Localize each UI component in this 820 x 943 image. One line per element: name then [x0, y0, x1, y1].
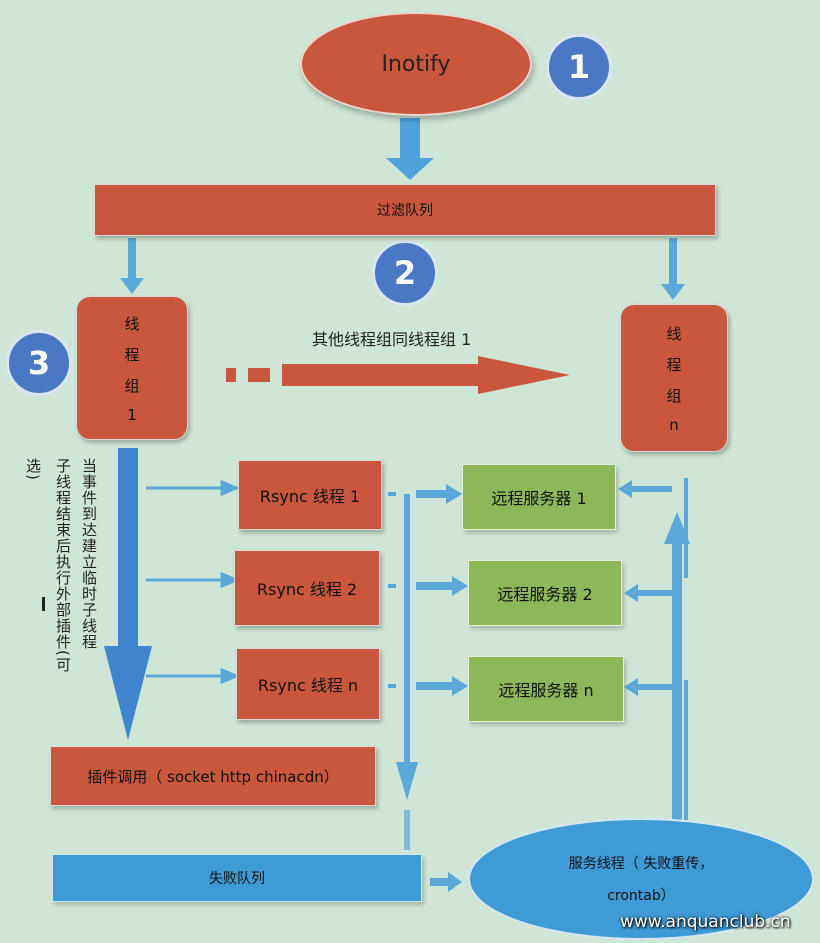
arrow-retry-server1 — [618, 480, 672, 498]
arrow-rsync1-to-server1 — [388, 484, 462, 504]
arrow-fail-to-service — [430, 872, 462, 892]
arrow-rsync2-to-server2 — [388, 576, 468, 596]
arrow-rsyncn-to-servern — [388, 676, 468, 696]
arrow-filter-to-groupn — [661, 238, 685, 300]
step-badge-1: 1 — [546, 34, 612, 100]
filter-queue-bar: 过滤队列 — [94, 184, 716, 236]
service-thread-line-1: 服务线程（ 失败重传， — [568, 856, 714, 872]
thread-group-n-char-4: n — [669, 415, 679, 434]
remote-server-n: 远程服务器 n — [468, 656, 624, 722]
thread-group-1-char-4: 1 — [127, 405, 137, 424]
step-badge-3: 3 — [6, 330, 72, 396]
filter-queue-label: 过滤队列 — [377, 203, 433, 219]
note-col-3: 选) — [24, 458, 42, 481]
thread-group-n-char-3: 组 — [666, 386, 682, 405]
arrow-to-rsync-n — [146, 667, 240, 685]
tick-mark — [42, 597, 45, 611]
remote-server-2-label: 远程服务器 2 — [497, 585, 593, 604]
thread-group-1: 线 程 组 1 — [76, 296, 188, 440]
inotify-node: Inotify — [300, 12, 532, 116]
inotify-label: Inotify — [381, 51, 451, 77]
thread-group-1-char-1: 线 — [124, 314, 140, 333]
rsync-thread-1-label: Rsync 线程 1 — [259, 487, 361, 506]
remote-server-1-label: 远程服务器 1 — [491, 489, 587, 508]
service-thread-line-2: crontab） — [607, 888, 675, 904]
thread-group-1-char-3: 组 — [124, 376, 140, 395]
note-col-1: 当事件到达建立临时子线程 — [80, 458, 98, 650]
service-thread-node: 服务线程（ 失败重传， crontab） — [468, 818, 814, 940]
remote-server-2: 远程服务器 2 — [468, 560, 622, 626]
fail-queue-label: 失败队列 — [209, 871, 265, 887]
arrow-to-rsync-2 — [146, 571, 240, 589]
remote-server-1: 远程服务器 1 — [462, 464, 616, 530]
arrow-inotify-to-filter — [386, 118, 434, 180]
rsync-thread-n: Rsync 线程 n — [236, 648, 380, 720]
fail-queue-bar: 失败队列 — [52, 854, 422, 902]
arrow-rsync-to-fail-queue — [396, 494, 418, 850]
thread-group-1-char-2: 程 — [124, 345, 140, 364]
badge-3-label: 3 — [27, 344, 51, 382]
remote-server-n-label: 远程服务器 n — [498, 681, 594, 700]
arrow-group1-to-plugin — [104, 448, 152, 740]
badge-2-label: 2 — [393, 254, 417, 292]
arrow-retry-servern — [624, 678, 672, 696]
arrow-filter-to-group1 — [120, 238, 144, 294]
plugin-call-label: 插件调用（ socket http chinacdn） — [87, 767, 339, 786]
arrow-retry-server2 — [624, 584, 672, 602]
rsync-thread-2: Rsync 线程 2 — [234, 550, 380, 626]
rsync-thread-2-label: Rsync 线程 2 — [256, 580, 358, 599]
thread-group-n-char-2: 程 — [666, 355, 682, 374]
arrow-to-rsync-1 — [146, 479, 240, 497]
rsync-thread-n-label: Rsync 线程 n — [257, 676, 359, 695]
step-badge-2: 2 — [372, 240, 438, 306]
thread-group-n: 线 程 组 n — [620, 304, 728, 452]
rsync-thread-1: Rsync 线程 1 — [238, 460, 382, 530]
note-col-2: 子线程结束后执行外部插件(可 — [54, 458, 72, 673]
thread-group-n-char-1: 线 — [666, 324, 682, 343]
other-groups-label: 其他线程组同线程组 1 — [312, 330, 472, 349]
arrow-other-groups — [226, 356, 570, 394]
watermark: www.anquanclub.cn — [620, 912, 791, 932]
arrow-service-retry-up — [664, 478, 690, 830]
badge-1-label: 1 — [567, 48, 591, 86]
plugin-call-box: 插件调用（ socket http chinacdn） — [50, 746, 376, 806]
